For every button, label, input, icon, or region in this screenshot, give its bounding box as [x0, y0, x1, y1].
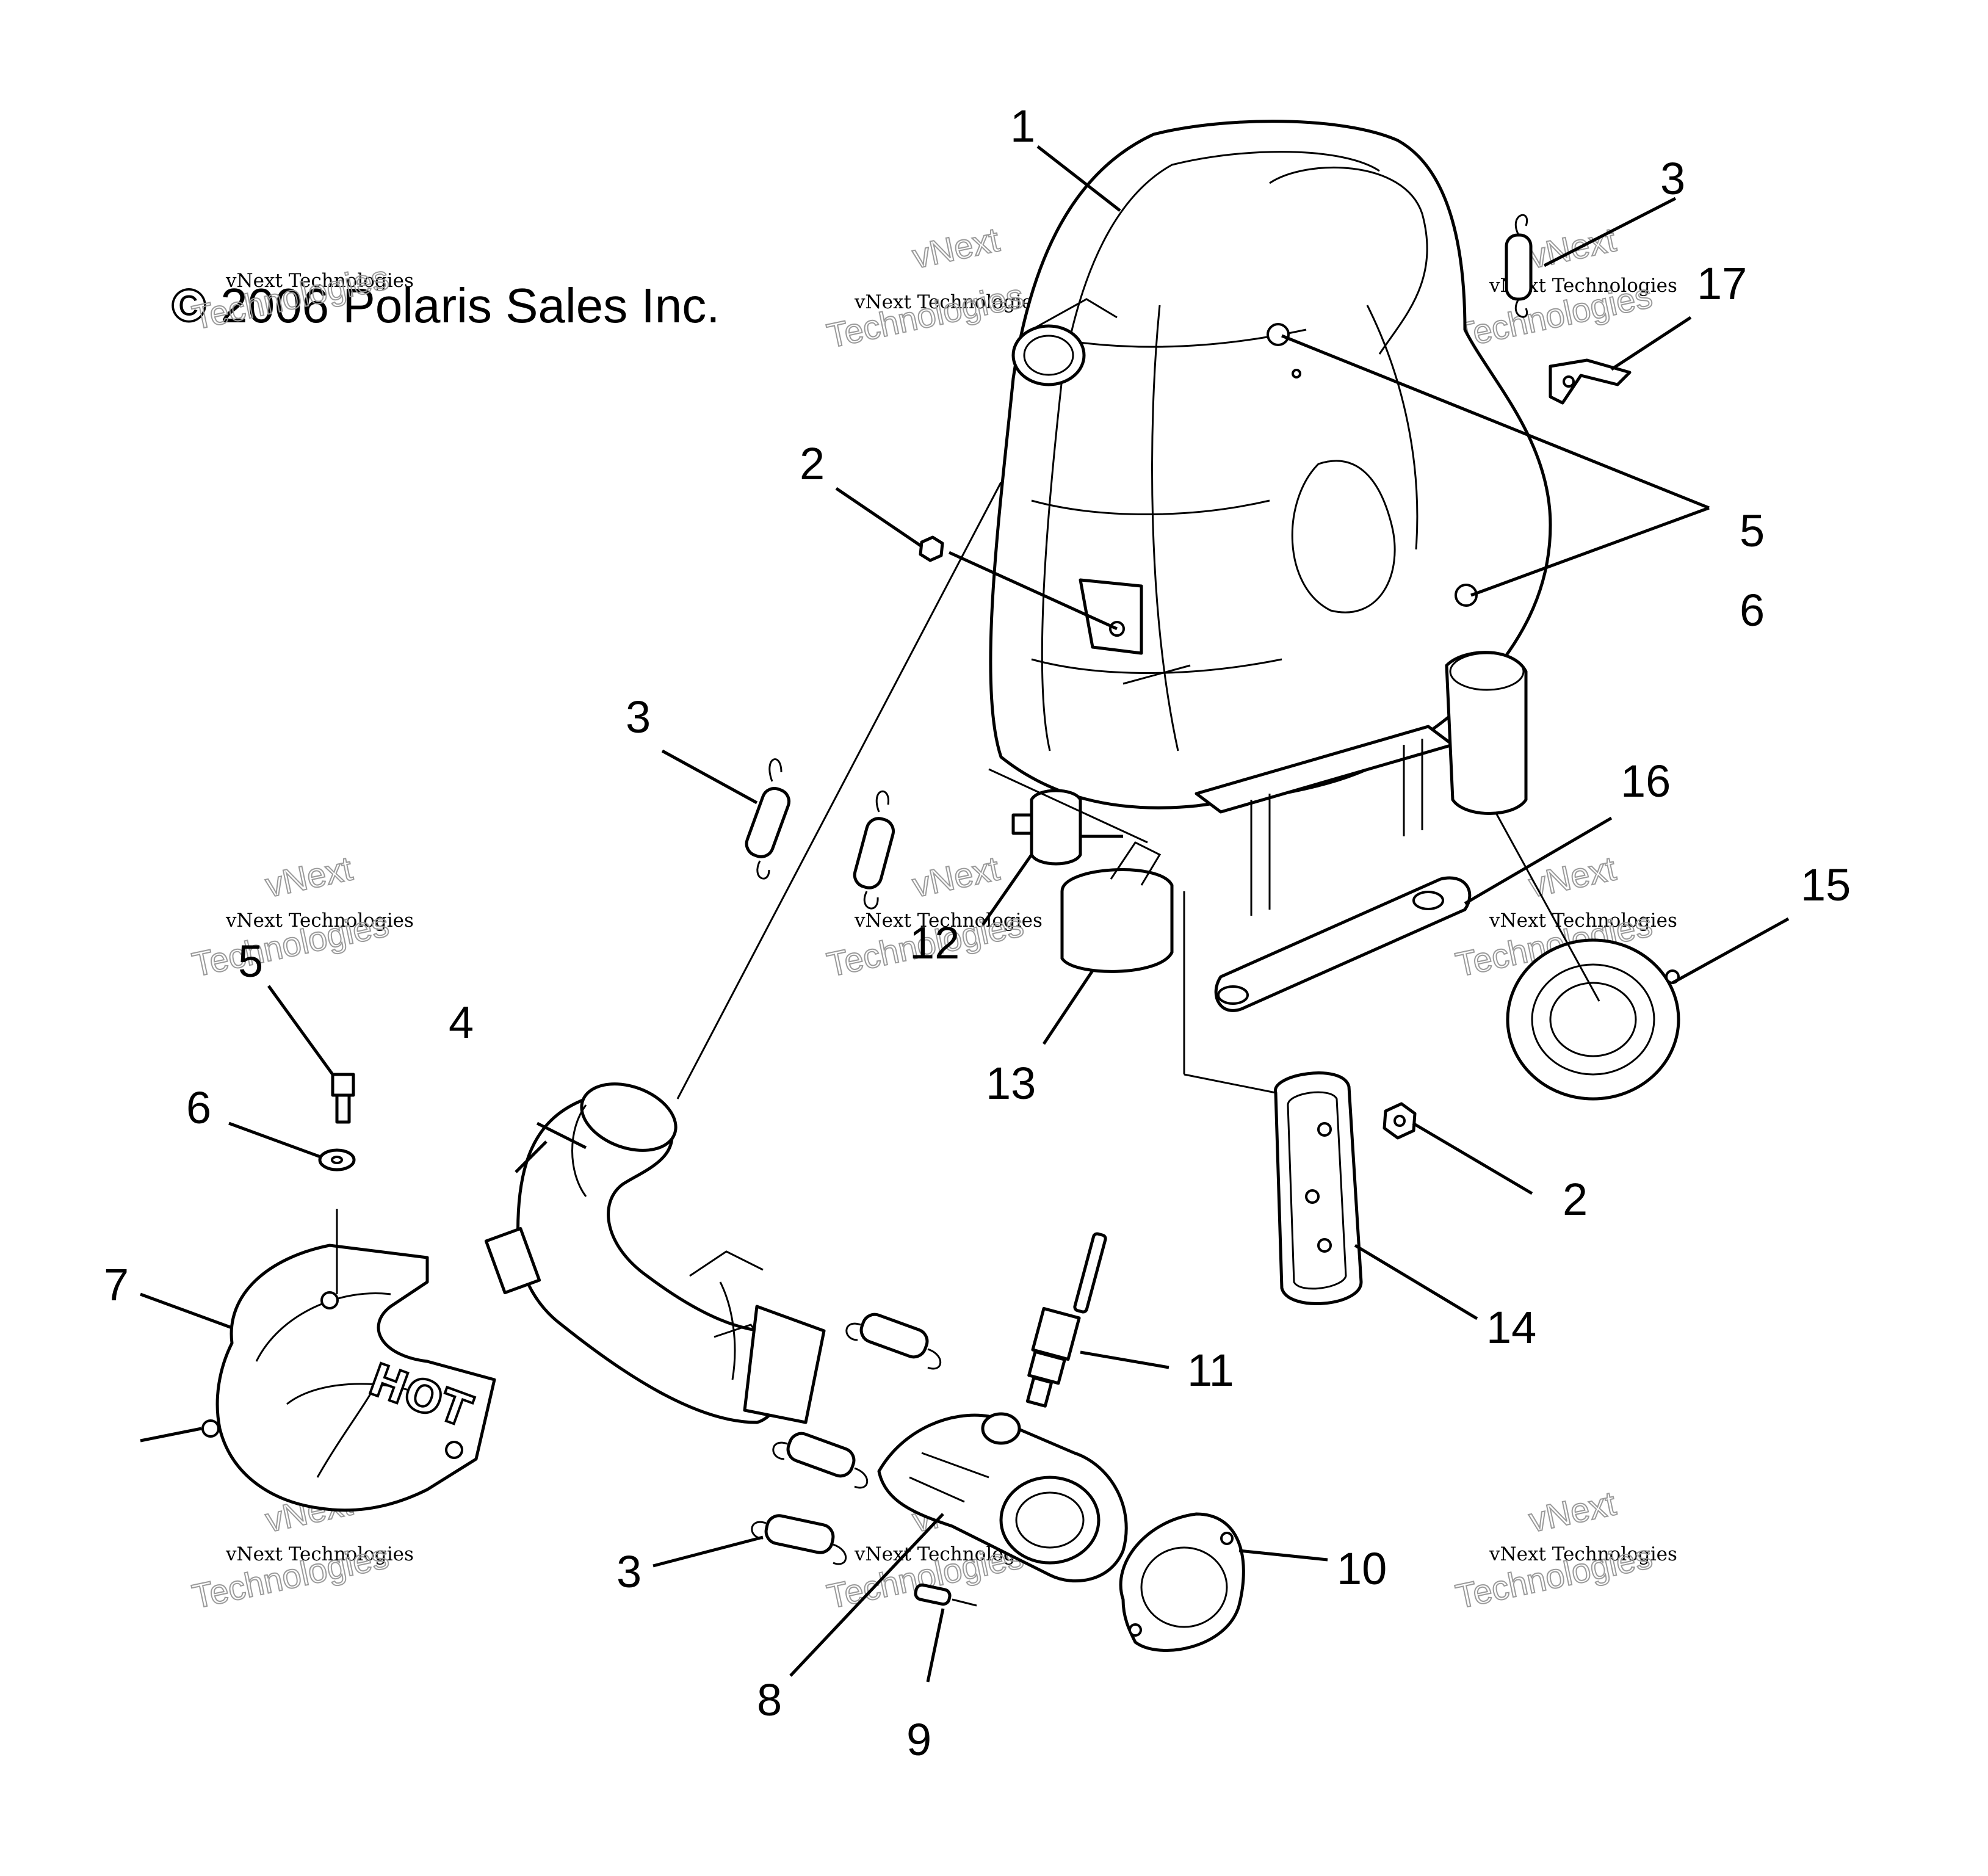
- svg-text:vNext: vNext: [1525, 849, 1619, 904]
- strap-clamp-part-13: [1060, 841, 1174, 973]
- spring-upper-center: [745, 758, 791, 880]
- manifold-flange-part-8: [877, 1412, 1128, 1583]
- callout-12: 12: [909, 918, 960, 968]
- svg-text:vNext: vNext: [262, 849, 356, 904]
- leader-lines: [140, 145, 1790, 1682]
- heat-shield-part-7: HOT: [201, 1244, 496, 1512]
- nut-right: [1383, 1102, 1417, 1140]
- callout-17: 17: [1697, 258, 1747, 309]
- svg-text:vNext Technologies: vNext Technologies: [1489, 910, 1677, 932]
- callout-3-bottom: 3: [616, 1546, 642, 1597]
- callout-11: 11: [1187, 1345, 1234, 1396]
- spring-lower-mid: [772, 1432, 869, 1489]
- callout-6-muffler: 6: [1740, 585, 1765, 636]
- callout-9: 9: [906, 1714, 931, 1765]
- exhaust-pipe-part-4: [484, 1082, 826, 1424]
- isolator-mount-part-12: [1011, 789, 1123, 866]
- watermark-bottom-right: vNext vNext Technologies Technologies: [1451, 1483, 1677, 1616]
- callout-5-bolt: 5: [238, 936, 263, 987]
- callout-2-nut-right: 2: [1563, 1174, 1588, 1225]
- bolt-part-5: [331, 1073, 355, 1124]
- spring-top-right: [1505, 214, 1533, 318]
- spring-bottom: [751, 1514, 847, 1565]
- watermark-top-center: vNext vNext Technologies Technologies: [823, 219, 1043, 355]
- stud-part-9: [914, 1583, 977, 1607]
- spring-left-of-12: [853, 790, 895, 910]
- muffler-part: [989, 120, 1552, 916]
- callout-4: 4: [449, 997, 474, 1048]
- bracket-part-17: [1549, 358, 1632, 405]
- outlet-gasket-part-15: [1506, 938, 1680, 1101]
- svg-text:vNext Technologies: vNext Technologies: [225, 270, 414, 292]
- watermark-top-right: vNext vNext Technologies Technologies: [1451, 219, 1677, 355]
- watermark-mid-left: vNext vNext Technologies Technologies: [188, 848, 414, 984]
- callouts: 1 2 2 3 3 3 4 5 5 6 6 7 8 9 10 11 12 13 …: [104, 101, 1851, 1765]
- callout-6-washer: 6: [186, 1082, 211, 1133]
- copyright-text: © 2006 Polaris Sales Inc.: [171, 278, 720, 333]
- svg-text:vNext Technologies: vNext Technologies: [854, 910, 1043, 932]
- callout-3-top-right: 3: [1660, 153, 1685, 204]
- svg-text:vNext: vNext: [909, 849, 1003, 904]
- svg-text:vNext Technologies: vNext Technologies: [225, 1543, 414, 1565]
- svg-text:vNext: vNext: [1525, 220, 1619, 275]
- callout-3-upper: 3: [626, 692, 651, 742]
- callout-13: 13: [986, 1058, 1036, 1109]
- callout-8: 8: [757, 1675, 782, 1725]
- svg-text:vNext Technologies: vNext Technologies: [854, 291, 1043, 313]
- flange-gasket-part-10: [1119, 1512, 1245, 1652]
- callout-15: 15: [1801, 860, 1851, 910]
- svg-text:vNext: vNext: [1525, 1483, 1619, 1539]
- svg-text:vNext Technologies: vNext Technologies: [225, 910, 414, 932]
- callout-16: 16: [1621, 756, 1671, 806]
- callout-7: 7: [104, 1259, 129, 1310]
- svg-text:vNext Technologies: vNext Technologies: [1489, 1543, 1677, 1565]
- mount-plate-part-16: [1214, 876, 1472, 1012]
- callout-2-nut-top: 2: [800, 438, 825, 489]
- washer-part-6: [318, 1148, 356, 1172]
- callout-10: 10: [1337, 1543, 1387, 1594]
- svg-text:Technologies: Technologies: [823, 276, 1027, 355]
- svg-text:vNext: vNext: [909, 220, 1003, 275]
- o2-sensor-part-11: [1025, 1232, 1107, 1408]
- callout-14: 14: [1486, 1302, 1536, 1353]
- nut-top: [919, 535, 944, 562]
- callout-1: 1: [1010, 101, 1035, 151]
- spring-mid-pipe: [845, 1313, 942, 1370]
- gasket-plate-part-14: [1274, 1071, 1363, 1305]
- callout-5-muffler: 5: [1740, 505, 1765, 556]
